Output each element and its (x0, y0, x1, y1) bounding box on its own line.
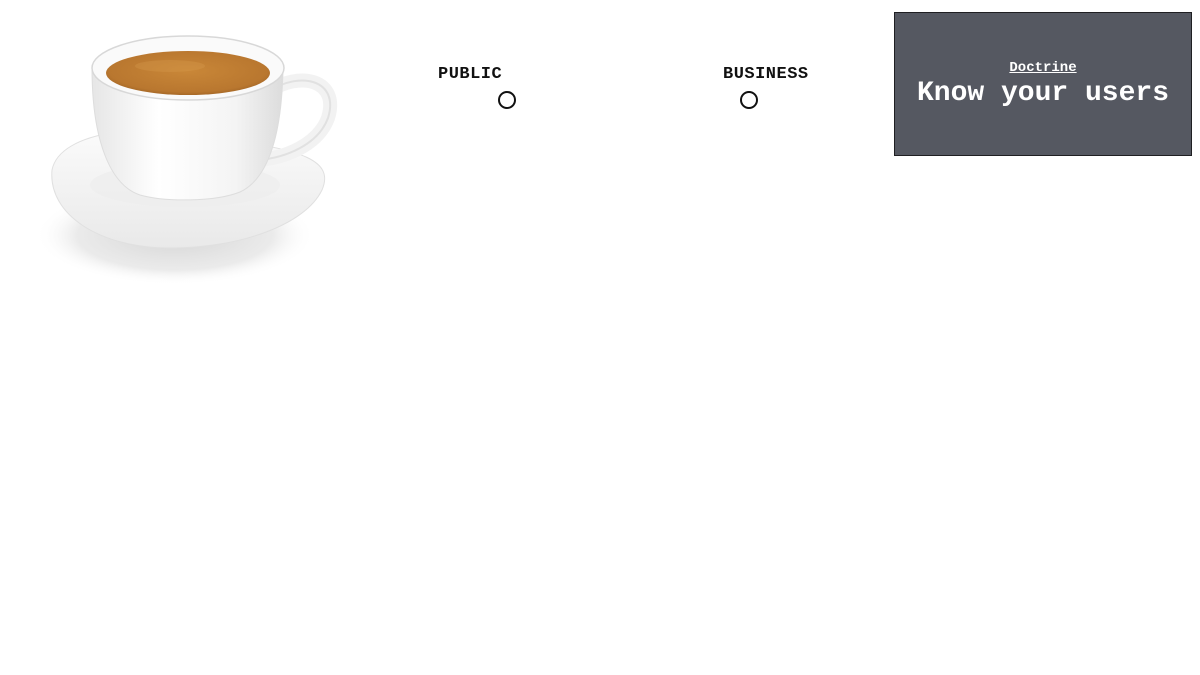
business-label: BUSINESS (723, 65, 809, 84)
doctrine-card: Doctrine Know your users (894, 12, 1192, 156)
teacup-image (0, 0, 370, 295)
business-marker-icon (740, 91, 758, 109)
doctrine-kicker: Doctrine (1009, 60, 1077, 76)
public-marker-icon (498, 91, 516, 109)
public-label: PUBLIC (438, 65, 503, 84)
doctrine-title: Know your users (916, 78, 1170, 109)
